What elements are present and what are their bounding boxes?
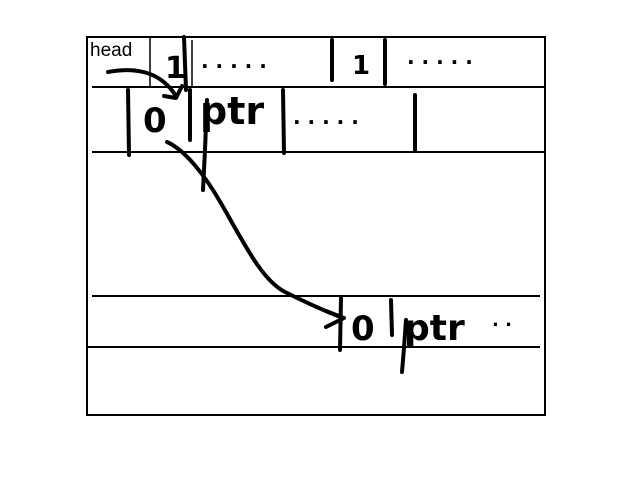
row3-divider-1 (338, 296, 343, 352)
head-label: head (90, 40, 133, 61)
head-pointer-arrow (106, 68, 178, 98)
row1-divider-1 (182, 35, 188, 92)
row1-dots2: . . . . . (407, 45, 473, 69)
row1-dots1: . . . . . (201, 49, 267, 73)
head-pointer-arrowhead (162, 84, 184, 100)
link-pointer-arrowhead (324, 309, 346, 329)
row3-ptr-label: ptr (404, 308, 465, 349)
row3-dots: . . (492, 310, 512, 331)
row3-divider-2 (389, 298, 394, 337)
link-pointer-arrow (165, 140, 345, 320)
outer-frame (86, 36, 546, 416)
row2-dots: . . . . . (293, 105, 359, 129)
row1-cell2-value: 1 (352, 51, 370, 81)
row1-cell1-value: 1 (165, 51, 186, 86)
row2-divider-3 (281, 88, 286, 155)
row2-divider-1 (126, 88, 131, 157)
row3-cell1-value: 0 (351, 309, 375, 349)
row2-cell1-value: 0 (143, 101, 167, 141)
row2-ptr-label: ptr (200, 89, 264, 133)
row3-ptr-stem (400, 318, 408, 374)
